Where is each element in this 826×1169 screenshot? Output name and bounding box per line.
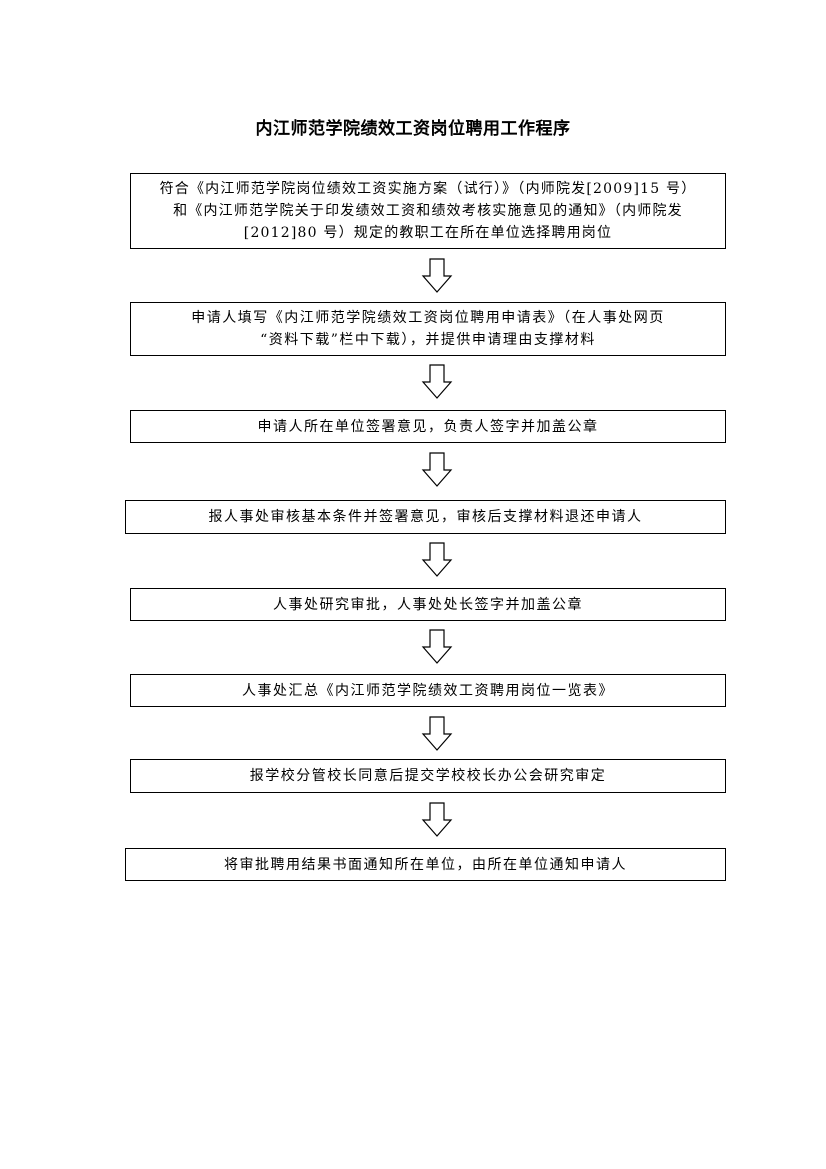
- page-title: 内江师范学院绩效工资岗位聘用工作程序: [255, 119, 571, 139]
- step-text-2: 申请人填写《内江师范学院绩效工资岗位聘用申请表》（在人事处网页 “资料下载”栏中…: [191, 307, 665, 351]
- step-text-4: 报人事处审核基本条件并签署意见，审核后支撑材料退还申请人: [208, 509, 643, 525]
- step-text-8: 将审批聘用结果书面通知所在单位，由所在单位通知申请人: [224, 856, 627, 873]
- step-box-3: 申请人所在单位签署意见，负责人签字并加盖公章: [130, 410, 726, 443]
- step-text-5: 人事处研究审批，人事处处长签字并加盖公章: [273, 596, 583, 613]
- step-2-line-2: “资料下载”栏中下载），并提供申请理由支撑材料: [260, 332, 596, 348]
- down-arrow-icon: [421, 542, 453, 577]
- step-box-2: 申请人填写《内江师范学院绩效工资岗位聘用申请表》（在人事处网页 “资料下载”栏中…: [130, 302, 726, 356]
- step-1-line-3: [2012]80 号）规定的教职工在所在单位选择聘用岗位: [243, 225, 613, 241]
- down-arrow-icon: [421, 452, 453, 487]
- step-box-5: 人事处研究审批，人事处处长签字并加盖公章: [130, 588, 726, 621]
- down-arrow-icon: [421, 802, 453, 837]
- down-arrow-icon: [421, 629, 453, 664]
- step-box-6: 人事处汇总《内江师范学院绩效工资聘用岗位一览表》: [130, 674, 726, 707]
- step-2-line-1: 申请人填写《内江师范学院绩效工资岗位聘用申请表》（在人事处网页: [191, 310, 665, 326]
- step-1-line-1: 符合《内江师范学院岗位绩效工资实施方案（试行）》（内师院发[2009]15 号）: [159, 181, 697, 197]
- step-text-1: 符合《内江师范学院岗位绩效工资实施方案（试行）》（内师院发[2009]15 号）…: [160, 178, 697, 244]
- down-arrow-icon: [421, 716, 453, 751]
- step-text-6: 人事处汇总《内江师范学院绩效工资聘用岗位一览表》: [242, 682, 614, 699]
- step-box-1: 符合《内江师范学院岗位绩效工资实施方案（试行）》（内师院发[2009]15 号）…: [130, 173, 726, 249]
- step-box-7: 报学校分管校长同意后提交学校校长办公会研究审定: [130, 759, 726, 793]
- step-text-3: 申请人所在单位签署意见，负责人签字并加盖公章: [257, 418, 599, 435]
- down-arrow-icon: [421, 364, 453, 399]
- step-box-8: 将审批聘用结果书面通知所在单位，由所在单位通知申请人: [125, 848, 726, 881]
- step-text-7: 报学校分管校长同意后提交学校校长办公会研究审定: [249, 768, 607, 784]
- step-1-line-2: 和《内江师范学院关于印发绩效工资和绩效考核实施意见的通知》（内师院发: [173, 203, 683, 219]
- step-box-4: 报人事处审核基本条件并签署意见，审核后支撑材料退还申请人: [125, 500, 726, 534]
- down-arrow-icon: [421, 258, 453, 293]
